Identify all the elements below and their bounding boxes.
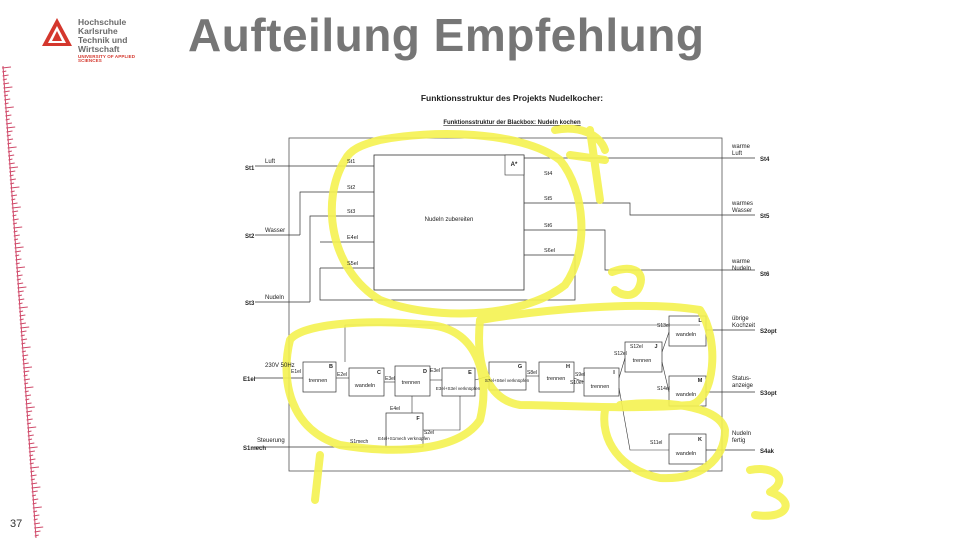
edge-label-11: S11el xyxy=(650,440,662,446)
university-logo: Hochschule Karlsruhe Technik und Wirtsch… xyxy=(40,16,160,63)
output-id-6: S4ak xyxy=(760,449,775,455)
block-tag-b: B xyxy=(329,364,333,370)
block-tag-i: I xyxy=(613,370,615,376)
block-label-c: wandeln xyxy=(354,383,376,389)
block-tag-h: H xyxy=(566,364,570,370)
edge-label-5: E4el xyxy=(390,406,400,412)
logo-line-1: Hochschule Karlsruhe xyxy=(78,17,127,36)
input-id-2: St2 xyxy=(245,234,255,240)
edge-label-2: E2el xyxy=(337,372,347,378)
output-label-1b: Luft xyxy=(732,151,742,157)
logo-mark-icon xyxy=(42,18,72,46)
output-id-5: S3opt xyxy=(760,391,777,397)
logo-line-3: UNIVERSITY OF APPLIED SCIENCES xyxy=(78,53,136,64)
slide-title: Aufteilung Empfehlung xyxy=(188,9,705,61)
block-tag-l: L xyxy=(698,318,702,324)
block-label-b: trennen xyxy=(309,378,328,384)
output-id-3: St6 xyxy=(760,272,770,278)
input-id-3: St3 xyxy=(245,301,255,307)
main-out-signal-4: S6el xyxy=(544,248,555,254)
output-label-5b: anzeige xyxy=(732,383,754,389)
block-label-h: trennen xyxy=(547,376,566,382)
output-label-6a: Nudeln xyxy=(732,431,751,437)
block-tag-j: J xyxy=(654,344,657,350)
main-block xyxy=(373,154,525,291)
page-number: 37 xyxy=(10,518,23,530)
diagram-subtitle: Funktionsstruktur der Blackbox: Nudeln k… xyxy=(443,120,581,126)
edge-label-12: S12el xyxy=(614,351,627,357)
main-block-tag: A* xyxy=(511,162,518,168)
input-label-2: Wasser xyxy=(265,228,285,234)
block-tag-g: G xyxy=(518,364,522,370)
output-id-4: S2opt xyxy=(760,329,777,335)
block-label-j: trennen xyxy=(633,358,652,364)
block-tag-m: M xyxy=(698,378,703,384)
output-label-2b: Wasser xyxy=(732,208,752,214)
output-label-3b: Nudeln xyxy=(732,266,751,272)
block-label-l: wandeln xyxy=(675,332,697,338)
main-block-tag-box xyxy=(504,154,525,176)
output-label-4a: übrige xyxy=(732,316,749,322)
input-label-5: Steuerung xyxy=(257,438,285,444)
edge-label-14: S13el xyxy=(657,323,670,329)
block-tag-d: D xyxy=(423,369,427,375)
main-out-signal-1: St4 xyxy=(544,171,552,177)
main-block-label: Nudeln zubereiten xyxy=(425,217,474,223)
function-structure-diagram: Funktionsstruktur des Projekts Nudelkoch… xyxy=(243,93,790,520)
block-label-m: wandeln xyxy=(675,392,697,398)
main-in-signal-1: St1 xyxy=(347,159,355,165)
input-lines xyxy=(255,165,390,448)
ruler-spine xyxy=(2,65,37,539)
output-label-2a: warmes xyxy=(731,201,753,207)
edge-label-8: S8el xyxy=(527,370,537,376)
edge-label-10: S10el xyxy=(570,380,583,386)
block-tag-k: K xyxy=(698,437,702,443)
edge-label-4: E3el xyxy=(430,368,440,374)
edge-label-3: E3el xyxy=(385,376,395,382)
diagram-title: Funktionsstruktur des Projekts Nudelkoch… xyxy=(421,93,603,103)
block-label-g: S7el+S6el verknüpfen xyxy=(485,378,530,383)
input-id-4: E1el xyxy=(243,377,256,383)
highlight-strokes xyxy=(282,124,790,520)
input-id-5: S1mech xyxy=(243,446,266,452)
block-label-e: E3el+S3el verknüpfen xyxy=(436,386,481,391)
block-label-f: E4el+S1mech verknüpfen xyxy=(378,436,430,441)
edge-label-15: S14el xyxy=(657,386,670,392)
edge-label-6: S1mech xyxy=(350,439,369,445)
main-in-signal-4: E4el xyxy=(347,235,358,241)
logo-line-2: Technik und Wirtschaft xyxy=(78,34,128,54)
block-tag-c: C xyxy=(377,370,381,376)
output-label-6b: fertig xyxy=(732,438,745,444)
output-label-1a: warme xyxy=(731,144,751,150)
decorative-ruler xyxy=(1,65,44,539)
edge-label-1: E1el xyxy=(291,369,301,375)
main-in-signal-3: St3 xyxy=(347,209,355,215)
logo-text: Hochschule Karlsruhe Technik und Wirtsch… xyxy=(78,18,160,64)
input-label-4: 230V 50Hz xyxy=(265,363,295,369)
main-in-signal-5: S5el xyxy=(347,261,358,267)
output-id-1: St4 xyxy=(760,157,770,163)
block-tag-e: E xyxy=(468,370,472,376)
block-tag-f: F xyxy=(416,416,420,422)
block-label-i: trennen xyxy=(591,384,610,390)
block-label-d: trennen xyxy=(402,380,421,386)
main-out-signal-3: St6 xyxy=(544,223,552,229)
edge-label-13: S12el xyxy=(630,344,643,350)
output-label-3a: warme xyxy=(731,259,751,265)
edge-label-7: S2el xyxy=(424,430,434,436)
input-label-1: Luft xyxy=(265,159,275,165)
output-id-2: St5 xyxy=(760,214,770,220)
block-label-k: wandeln xyxy=(675,451,697,457)
output-label-4b: Kochzeit xyxy=(732,323,755,329)
main-out-signal-2: St5 xyxy=(544,196,552,202)
edge-label-9: S9el xyxy=(575,372,585,378)
input-id-1: St1 xyxy=(245,166,255,172)
input-label-3: Nudeln xyxy=(265,295,284,301)
main-in-signal-2: St2 xyxy=(347,185,355,191)
output-label-5a: Status- xyxy=(732,376,751,382)
